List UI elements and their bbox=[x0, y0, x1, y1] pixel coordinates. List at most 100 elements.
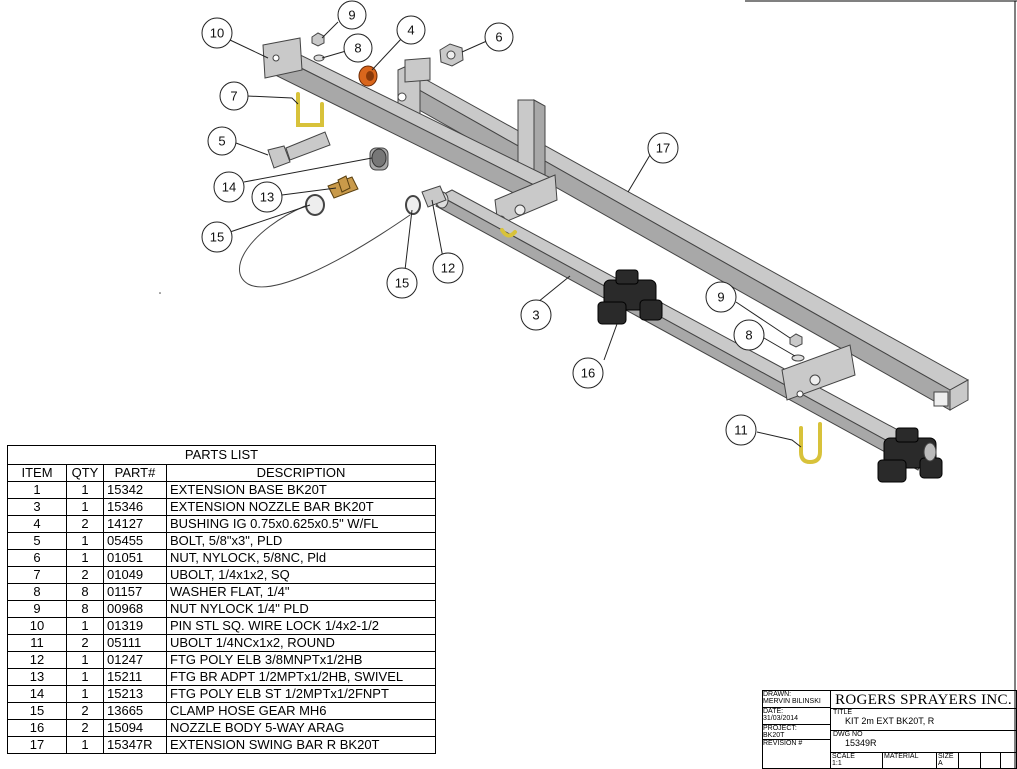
svg-text:10: 10 bbox=[210, 26, 224, 41]
poly-elbow bbox=[421, 185, 447, 208]
qty-cell: 8 bbox=[66, 583, 104, 601]
part-number-cell: 15346 bbox=[103, 498, 167, 516]
part-number-cell: 01049 bbox=[103, 566, 167, 584]
qty-cell: 1 bbox=[66, 498, 104, 516]
svg-text:16: 16 bbox=[581, 366, 595, 381]
balloon-item-7: 7 bbox=[219, 81, 249, 111]
balloon-item-16: 16 bbox=[572, 357, 604, 389]
balloon-item-8-right: 8 bbox=[733, 319, 765, 351]
description-cell: FTG BR ADPT 1/2MPTx1/2HB, SWIVEL bbox=[166, 668, 436, 686]
qty-cell: 2 bbox=[66, 719, 104, 737]
blank-cell-2 bbox=[981, 753, 1001, 769]
blank-cell-3 bbox=[1001, 753, 1017, 769]
part-number-cell: 00968 bbox=[103, 600, 167, 618]
part-number-cell: 01051 bbox=[103, 549, 167, 567]
company-cell: ROGERS SPRAYERS INC. bbox=[831, 691, 1017, 709]
title-value: KIT 2m EXT BK20T, R bbox=[845, 716, 935, 726]
size-cell: SIZE A bbox=[937, 753, 959, 769]
qty-cell: 1 bbox=[66, 532, 104, 550]
qty-cell: 1 bbox=[66, 668, 104, 686]
item-cell: 5 bbox=[7, 532, 67, 550]
col-header-item: ITEM bbox=[7, 464, 67, 482]
part-number-cell: 05111 bbox=[103, 634, 167, 652]
title-block: DRAWN: MERVIN BILINSKI DATE: 31/03/2014 … bbox=[762, 690, 1017, 769]
svg-text:6: 6 bbox=[495, 30, 502, 45]
project-label: PROJECT: bbox=[763, 725, 797, 732]
item-cell: 13 bbox=[7, 668, 67, 686]
dwg-cell: DWG NO 15349R bbox=[831, 731, 1017, 753]
hose-clamp-right bbox=[405, 195, 421, 215]
item-cell: 3 bbox=[7, 498, 67, 516]
item-cell: 10 bbox=[7, 617, 67, 635]
svg-text:9: 9 bbox=[348, 8, 355, 23]
qty-cell: 2 bbox=[66, 515, 104, 533]
item-cell: 9 bbox=[7, 600, 67, 618]
drawing-dot bbox=[159, 292, 161, 294]
balloon-item-13: 13 bbox=[251, 181, 283, 213]
svg-text:7: 7 bbox=[230, 89, 237, 104]
revision-label: REVISION # bbox=[763, 740, 803, 747]
date-value: 31/03/2014 bbox=[763, 715, 799, 722]
material-label: MATERIAL bbox=[884, 753, 919, 760]
title-cell: TITLE KIT 2m EXT BK20T, R bbox=[831, 709, 1017, 731]
dwg-label: DWG NO bbox=[833, 731, 863, 738]
ubolt-under-bracket bbox=[500, 228, 517, 238]
parts-list-title: PARTS LIST bbox=[7, 445, 436, 465]
balloon-item-8-top: 8 bbox=[343, 33, 373, 63]
scale-label: SCALE bbox=[832, 753, 855, 760]
qty-cell: 1 bbox=[66, 617, 104, 635]
svg-text:15: 15 bbox=[210, 230, 224, 245]
qty-cell: 1 bbox=[66, 685, 104, 703]
item-cell: 7 bbox=[7, 566, 67, 584]
qty-cell: 2 bbox=[66, 702, 104, 720]
svg-text:9: 9 bbox=[717, 290, 724, 305]
col-header-part: PART# bbox=[103, 464, 167, 482]
item-cell: 14 bbox=[7, 685, 67, 703]
company-name: ROGERS SPRAYERS INC. bbox=[835, 692, 1012, 708]
description-cell: NUT NYLOCK 1/4" PLD bbox=[166, 600, 436, 618]
description-cell: UBOLT, 1/4x1x2, SQ bbox=[166, 566, 436, 584]
bolt bbox=[267, 131, 331, 169]
project-value: BK20T bbox=[763, 732, 785, 739]
item-cell: 4 bbox=[7, 515, 67, 533]
svg-text:8: 8 bbox=[354, 41, 361, 56]
svg-text:12: 12 bbox=[441, 261, 455, 276]
description-cell: FTG POLY ELB ST 1/2MPTx1/2FNPT bbox=[166, 685, 436, 703]
svg-text:11: 11 bbox=[734, 423, 748, 438]
item-cell: 1 bbox=[7, 481, 67, 499]
qty-cell: 1 bbox=[66, 481, 104, 499]
ubolt-square bbox=[296, 92, 324, 127]
description-cell: PIN STL SQ. WIRE LOCK 1/4x2-1/2 bbox=[166, 617, 436, 635]
qty-cell: 1 bbox=[66, 651, 104, 669]
poly-elbow-straight bbox=[369, 147, 389, 171]
description-cell: EXTENSION BASE BK20T bbox=[166, 481, 436, 499]
dwg-value: 15349R bbox=[845, 738, 877, 748]
svg-text:15: 15 bbox=[395, 276, 409, 291]
part-number-cell: 15213 bbox=[103, 685, 167, 703]
drawn-cell: DRAWN: MERVIN BILINSKI bbox=[763, 691, 831, 708]
project-cell: PROJECT: BK20T bbox=[763, 725, 831, 740]
small-washer-right bbox=[791, 354, 805, 362]
nut-large-hole bbox=[446, 50, 456, 60]
svg-text:14: 14 bbox=[222, 180, 236, 195]
hose-clamp-left bbox=[305, 194, 325, 216]
part-number-cell: 01247 bbox=[103, 651, 167, 669]
svg-text:5: 5 bbox=[218, 134, 225, 149]
col-header-description: DESCRIPTION bbox=[166, 464, 436, 482]
extension-arm bbox=[262, 37, 558, 226]
scale-cell: SCALE 1:1 bbox=[831, 753, 883, 769]
description-cell: FTG POLY ELB 3/8MNPTx1/2HB bbox=[166, 651, 436, 669]
